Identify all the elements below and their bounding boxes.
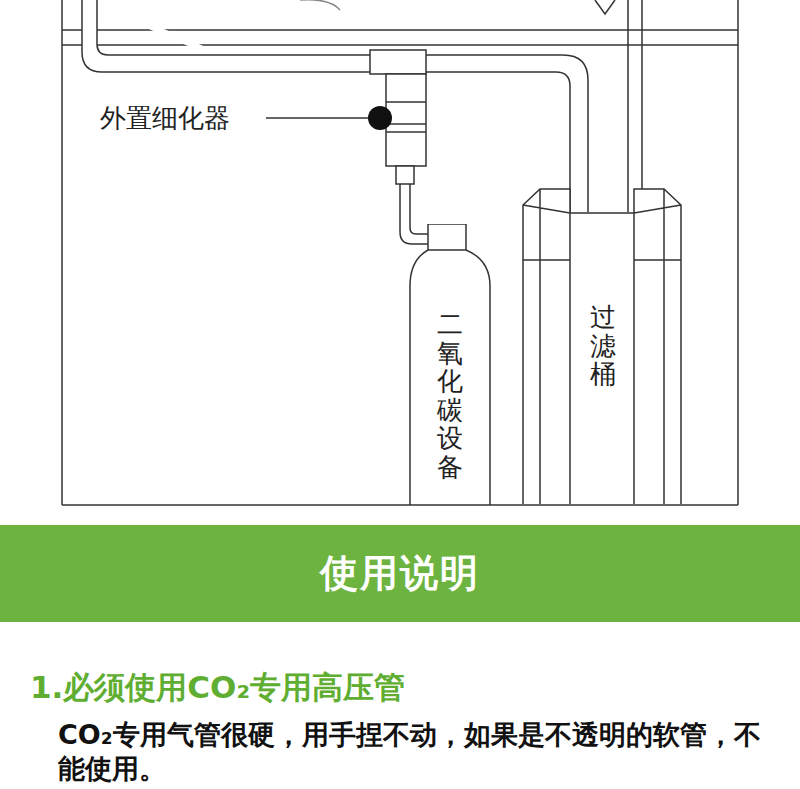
hose [82, 0, 588, 212]
tank-wall [737, 0, 739, 505]
band-title: 使用说明 [0, 525, 800, 622]
plant [595, 0, 615, 14]
leader-line [266, 117, 368, 119]
filter-canister: 过滤桶 [522, 185, 682, 505]
diffuser-nozzle [396, 166, 414, 184]
tank-wall [61, 0, 63, 505]
co2-tube [400, 184, 430, 244]
outlet-pipe [628, 0, 642, 212]
part-label: 外置细化器 [100, 102, 260, 135]
plant [300, 0, 340, 10]
diffuser-body [386, 74, 426, 166]
vertical-label: 二氧化碳设备 [437, 310, 463, 482]
callout-dot [368, 106, 392, 130]
vertical-label: 过滤桶 [590, 303, 616, 389]
tank-rim [62, 44, 738, 46]
co2-bottle: 二氧化碳设备 [408, 224, 492, 505]
tank-bottom [62, 504, 738, 506]
section-band: 使用说明 [0, 525, 800, 622]
band-ground [0, 525, 800, 622]
diffuser-ring [386, 123, 426, 125]
t-joint [370, 50, 426, 74]
outline [523, 189, 681, 504]
section-heading: 1.必须使用CO₂专用高压管 [30, 668, 770, 707]
diffuser-ring [386, 131, 426, 133]
outline [410, 224, 490, 505]
body-text: CO₂专用气管很硬，用手捏不动，如果是不透明的软管，不能使用。 [58, 718, 778, 786]
diffuser-ring [386, 101, 426, 103]
